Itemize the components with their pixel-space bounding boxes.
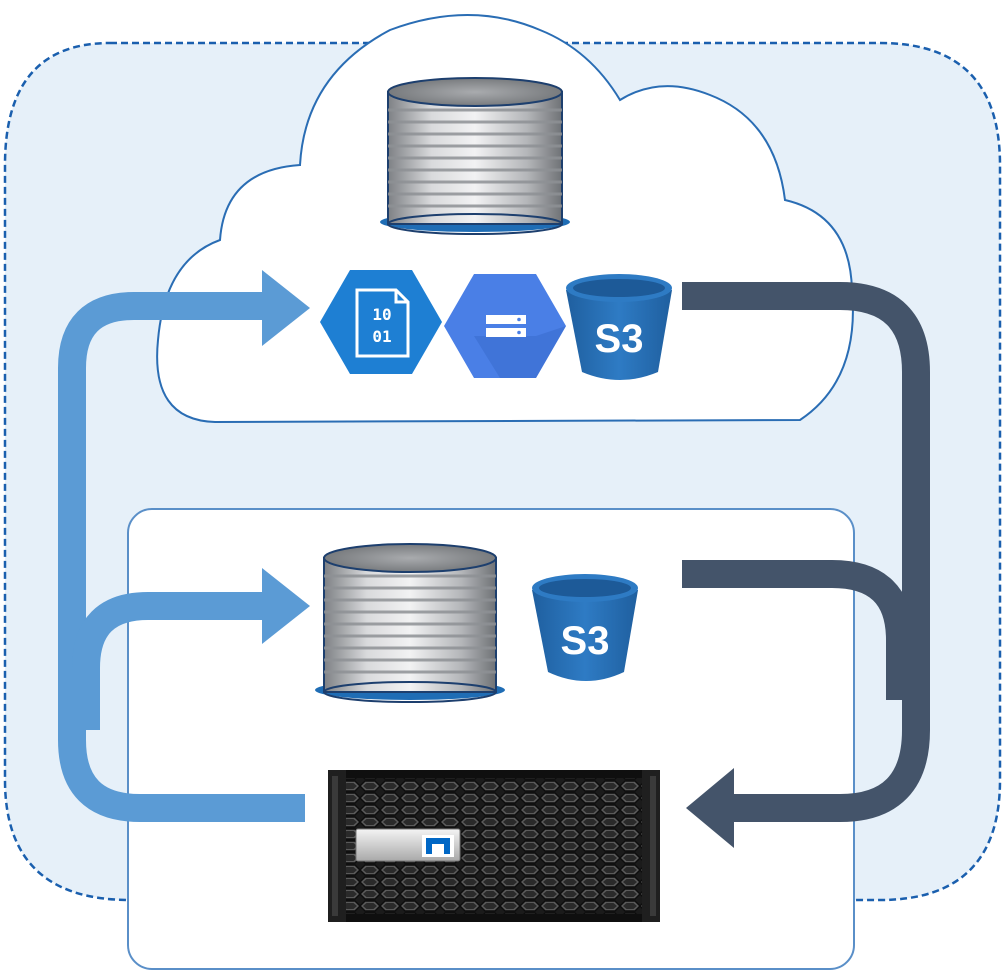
cloud-s3-bucket-icon: S3 — [566, 274, 672, 380]
arrowhead-to-cloud-icon — [262, 270, 310, 346]
onprem-s3-label: S3 — [561, 619, 610, 663]
on-premises-region — [127, 508, 855, 970]
azure-bits-top-label: 10 — [372, 305, 391, 324]
replication-arrow-to-onprem-volume — [72, 592, 268, 730]
azure-bits-bottom-label: 01 — [372, 327, 391, 346]
onprem-volume-icon — [315, 543, 505, 703]
netapp-logo-icon — [422, 835, 454, 857]
cloud-volume-icon — [380, 77, 570, 235]
tiering-arrow-from-onprem-s3 — [682, 560, 914, 700]
gcp-storage-icon — [444, 274, 566, 378]
azure-blob-icon: 10 01 — [320, 270, 442, 374]
cloud-s3-label: S3 — [595, 317, 644, 361]
arrowhead-to-storage-system-icon — [686, 768, 734, 848]
arrowhead-to-onprem-volume-icon — [262, 568, 310, 644]
replication-arrow-to-cloud — [58, 292, 305, 822]
tiering-arrow-from-cloud — [682, 282, 930, 822]
onprem-s3-bucket-icon: S3 — [532, 574, 638, 681]
storage-system-icon — [328, 770, 660, 922]
